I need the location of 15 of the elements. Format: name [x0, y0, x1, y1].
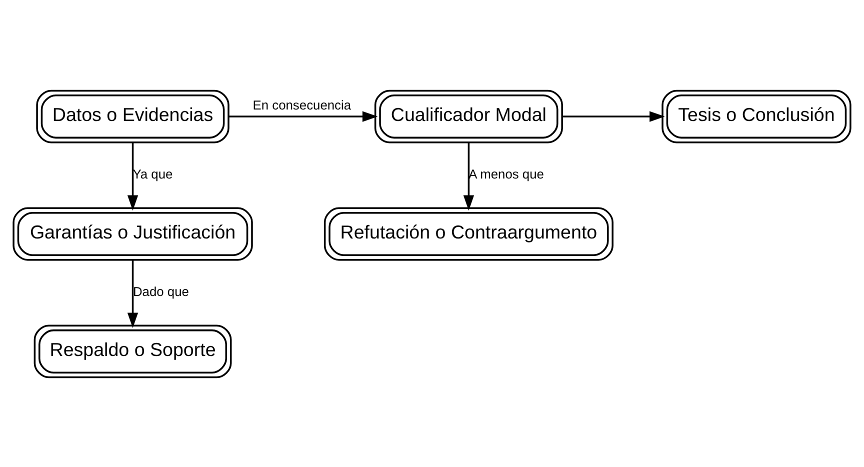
edge-label: Dado que [132, 284, 189, 299]
arrow [228, 110, 378, 122]
edge-label: En consecuencia [252, 96, 352, 112]
arrow [127, 142, 138, 210]
node-box: Refutación o Contraargumento [324, 206, 614, 260]
node-box: Tesis o Conclusión [662, 89, 852, 143]
node-box: Respaldo o Soporte [34, 324, 232, 378]
arrow [463, 142, 474, 210]
node-box: Cualificador Modal [374, 89, 563, 143]
node-box: Datos o Evidencias [36, 89, 230, 143]
arrow [127, 260, 138, 328]
edge-label: A menos que [468, 166, 544, 182]
arrow [562, 110, 665, 122]
edge-label: Ya que [132, 166, 173, 182]
node-box: Garantías o Justificación [12, 206, 253, 260]
